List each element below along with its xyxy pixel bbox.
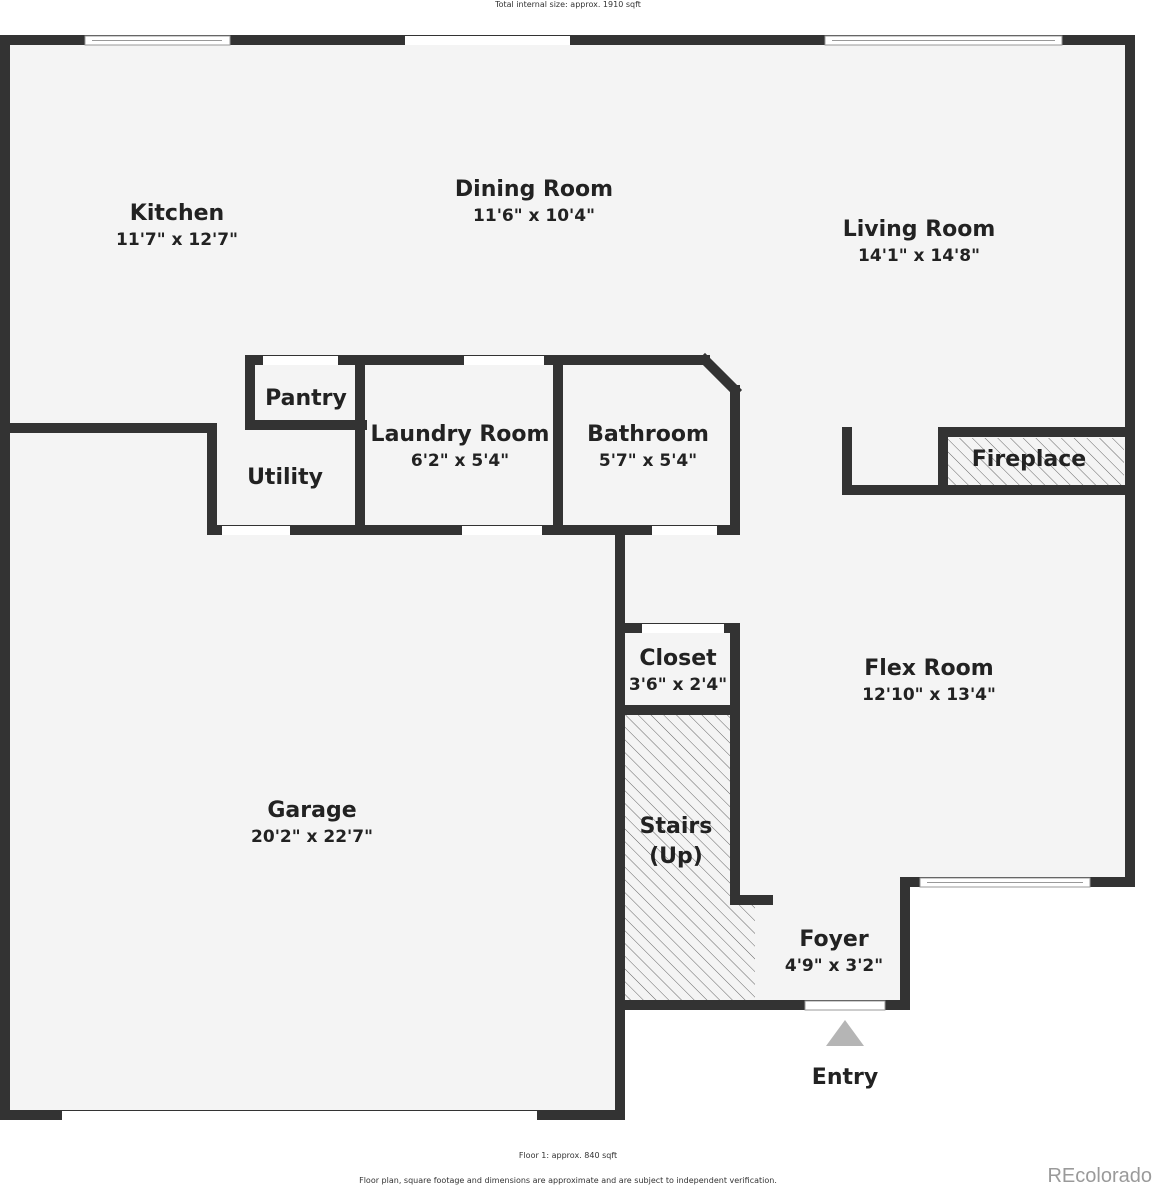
bathroom-dims: 5'7" x 5'4" bbox=[599, 451, 697, 471]
foyer-name: Foyer bbox=[799, 927, 869, 952]
laundry-room-name: Laundry Room bbox=[371, 422, 550, 447]
stairs-name-line2: (Up) bbox=[649, 844, 703, 869]
brand-logo: REcolorado bbox=[1047, 1165, 1152, 1186]
closet-dims: 3'6" x 2'4" bbox=[629, 675, 727, 695]
living-room-name: Living Room bbox=[843, 217, 996, 242]
laundry-room-dims: 6'2" x 5'4" bbox=[411, 451, 509, 471]
fireplace-hatch bbox=[948, 438, 1124, 486]
disclaimer-label: Floor plan, square footage and dimension… bbox=[359, 1176, 777, 1185]
flex-room-name: Flex Room bbox=[864, 656, 993, 681]
flex-room-dims: 12'10" x 13'4" bbox=[862, 685, 996, 705]
floor-area bbox=[5, 40, 1130, 1115]
floor-size-label: Floor 1: approx. 840 sqft bbox=[519, 1151, 617, 1160]
fireplace-name: Fireplace bbox=[972, 447, 1086, 472]
entry-arrow-icon bbox=[826, 1020, 864, 1046]
dining-room-dims: 11'6" x 10'4" bbox=[473, 206, 595, 226]
kitchen-dims: 11'7" x 12'7" bbox=[116, 230, 238, 250]
closet-name: Closet bbox=[639, 646, 717, 671]
total-size-label: Total internal size: approx. 1910 sqft bbox=[494, 0, 641, 9]
foyer-dims: 4'9" x 3'2" bbox=[785, 956, 883, 976]
dining-room-name: Dining Room bbox=[455, 177, 613, 202]
bathroom-name: Bathroom bbox=[587, 422, 709, 447]
stairs-name-line1: Stairs bbox=[640, 814, 713, 839]
living-room-dims: 14'1" x 14'8" bbox=[858, 246, 980, 266]
utility-name: Utility bbox=[247, 465, 323, 490]
stairs-hatch bbox=[625, 715, 755, 1000]
kitchen-name: Kitchen bbox=[130, 201, 224, 226]
garage-dims: 20'2" x 22'7" bbox=[251, 827, 373, 847]
windows bbox=[62, 35, 1091, 1120]
pantry-name: Pantry bbox=[265, 386, 347, 411]
garage-name: Garage bbox=[267, 798, 356, 823]
entry-label: Entry bbox=[812, 1065, 878, 1090]
